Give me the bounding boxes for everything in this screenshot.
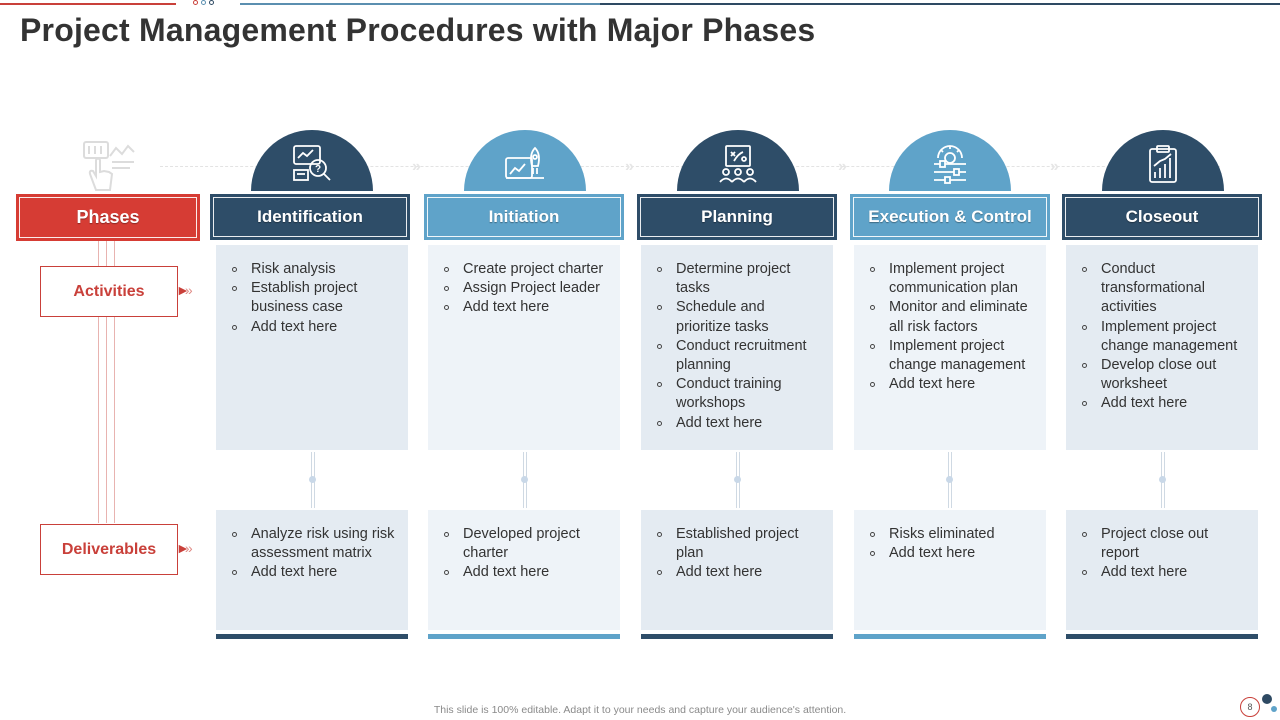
phase-dome-execution bbox=[889, 130, 1011, 191]
phases-label-text: Phases bbox=[19, 197, 197, 238]
activities-box-initiation: Create project charter Assign Project le… bbox=[428, 245, 620, 450]
top-accent-line-blue bbox=[240, 3, 600, 5]
list-item: Conduct recruitment planning bbox=[656, 337, 823, 375]
box-connector bbox=[309, 452, 316, 508]
phase-header-text: Execution & Control bbox=[853, 197, 1047, 237]
bottom-bar bbox=[641, 634, 833, 639]
clipboard-chart-icon bbox=[1149, 145, 1177, 183]
box-connector bbox=[946, 452, 953, 508]
page-number: 8 bbox=[1240, 697, 1260, 717]
phase-header-planning: Planning bbox=[637, 194, 837, 240]
phase-dome-closeout bbox=[1102, 130, 1224, 191]
phase-header-execution: Execution & Control bbox=[850, 194, 1050, 240]
list-item: Developed project charter bbox=[443, 525, 610, 563]
list-item: Add text here bbox=[869, 375, 1036, 394]
search-analysis-icon: ? bbox=[293, 145, 331, 181]
list-item: Schedule and prioritize tasks bbox=[656, 298, 823, 336]
bottom-bar bbox=[1066, 634, 1258, 639]
phase-dome-planning bbox=[677, 130, 799, 191]
list-item: Add text here bbox=[231, 318, 398, 337]
deliverables-arrow-icon: ►» bbox=[176, 540, 193, 556]
list-item: Conduct training workshops bbox=[656, 375, 823, 413]
bottom-bar bbox=[216, 634, 408, 639]
phase-header-identification: Identification bbox=[210, 194, 410, 240]
deliverables-box-execution: Risks eliminated Add text here bbox=[854, 510, 1046, 630]
phase-header-text: Closeout bbox=[1065, 197, 1259, 237]
flow-chevron-icon: » bbox=[625, 158, 634, 175]
list-item: Develop close out worksheet bbox=[1081, 356, 1248, 394]
list-item: Add text here bbox=[656, 414, 823, 433]
list-item: Establish project business case bbox=[231, 279, 398, 317]
phase-dome-initiation bbox=[464, 130, 586, 191]
flow-chevron-icon: » bbox=[1050, 158, 1059, 175]
phase-header-text: Initiation bbox=[427, 197, 621, 237]
list-item: Analyze risk using risk assessment matri… bbox=[231, 525, 398, 563]
svg-text:?: ? bbox=[315, 164, 321, 175]
flow-chevron-icon: » bbox=[838, 158, 847, 175]
list-item: Project close out report bbox=[1081, 525, 1248, 563]
top-accent-dots bbox=[193, 0, 214, 5]
list-item: Determine project tasks bbox=[656, 260, 823, 298]
list-item: Implement project change management bbox=[1081, 318, 1248, 356]
deliverables-box-closeout: Project close out report Add text here bbox=[1066, 510, 1258, 630]
activities-box-closeout: Conduct transformational activities Impl… bbox=[1066, 245, 1258, 450]
page-title: Project Management Procedures with Major… bbox=[20, 12, 816, 48]
list-item: Implement project change management bbox=[869, 337, 1036, 375]
row-connector-line bbox=[106, 241, 107, 523]
list-item: Established project plan bbox=[656, 525, 823, 563]
list-item: Implement project communication plan bbox=[869, 260, 1036, 298]
activities-box-execution: Implement project communication plan Mon… bbox=[854, 245, 1046, 450]
deliverables-box-planning: Established project plan Add text here bbox=[641, 510, 833, 630]
row-connector-line bbox=[114, 241, 115, 523]
list-item: Conduct transformational activities bbox=[1081, 260, 1248, 318]
box-connector bbox=[521, 452, 528, 508]
phases-label: Phases bbox=[16, 194, 200, 241]
deliverables-label: Deliverables bbox=[40, 524, 178, 575]
list-item: Add text here bbox=[1081, 394, 1248, 413]
bottom-bar bbox=[854, 634, 1046, 639]
top-accent-line-dark bbox=[600, 3, 1280, 5]
box-connector bbox=[734, 452, 741, 508]
list-item: Add text here bbox=[231, 563, 398, 582]
list-item: Add text here bbox=[1081, 563, 1248, 582]
top-accent-line-red bbox=[0, 3, 176, 5]
rocket-launch-icon bbox=[505, 146, 544, 179]
list-item: Add text here bbox=[656, 563, 823, 582]
list-item: Add text here bbox=[869, 544, 1036, 563]
list-item: Risk analysis bbox=[231, 260, 398, 279]
flow-chevron-icon: » bbox=[412, 158, 421, 175]
phase-header-initiation: Initiation bbox=[424, 194, 624, 240]
box-connector bbox=[1159, 452, 1166, 508]
activities-box-planning: Determine project tasks Schedule and pri… bbox=[641, 245, 833, 450]
phase-dome-identification: ? bbox=[251, 130, 373, 191]
phase-header-closeout: Closeout bbox=[1062, 194, 1262, 240]
activities-label: Activities bbox=[40, 266, 178, 317]
phase-header-text: Planning bbox=[640, 197, 834, 237]
list-item: Monitor and eliminate all risk factors bbox=[869, 298, 1036, 336]
page-dot-decor bbox=[1271, 706, 1277, 712]
list-item: Add text here bbox=[443, 298, 610, 317]
list-item: Risks eliminated bbox=[869, 525, 1036, 544]
phase-header-text: Identification bbox=[213, 197, 407, 237]
footer-note: This slide is 100% editable. Adapt it to… bbox=[433, 704, 847, 716]
activities-arrow-icon: ►» bbox=[176, 282, 193, 298]
gear-sliders-icon bbox=[934, 145, 966, 184]
bottom-bar bbox=[428, 634, 620, 639]
list-item: Create project charter bbox=[443, 260, 610, 279]
deliverables-box-initiation: Developed project charter Add text here bbox=[428, 510, 620, 630]
strategy-board-team-icon bbox=[719, 145, 757, 183]
list-item: Assign Project leader bbox=[443, 279, 610, 298]
activities-box-identification: Risk analysis Establish project business… bbox=[216, 245, 408, 450]
hand-touch-dashboard-icon bbox=[83, 141, 135, 191]
deliverables-box-identification: Analyze risk using risk assessment matri… bbox=[216, 510, 408, 630]
list-item: Add text here bbox=[443, 563, 610, 582]
row-connector-line bbox=[98, 241, 99, 523]
page-dot-decor bbox=[1262, 694, 1272, 704]
